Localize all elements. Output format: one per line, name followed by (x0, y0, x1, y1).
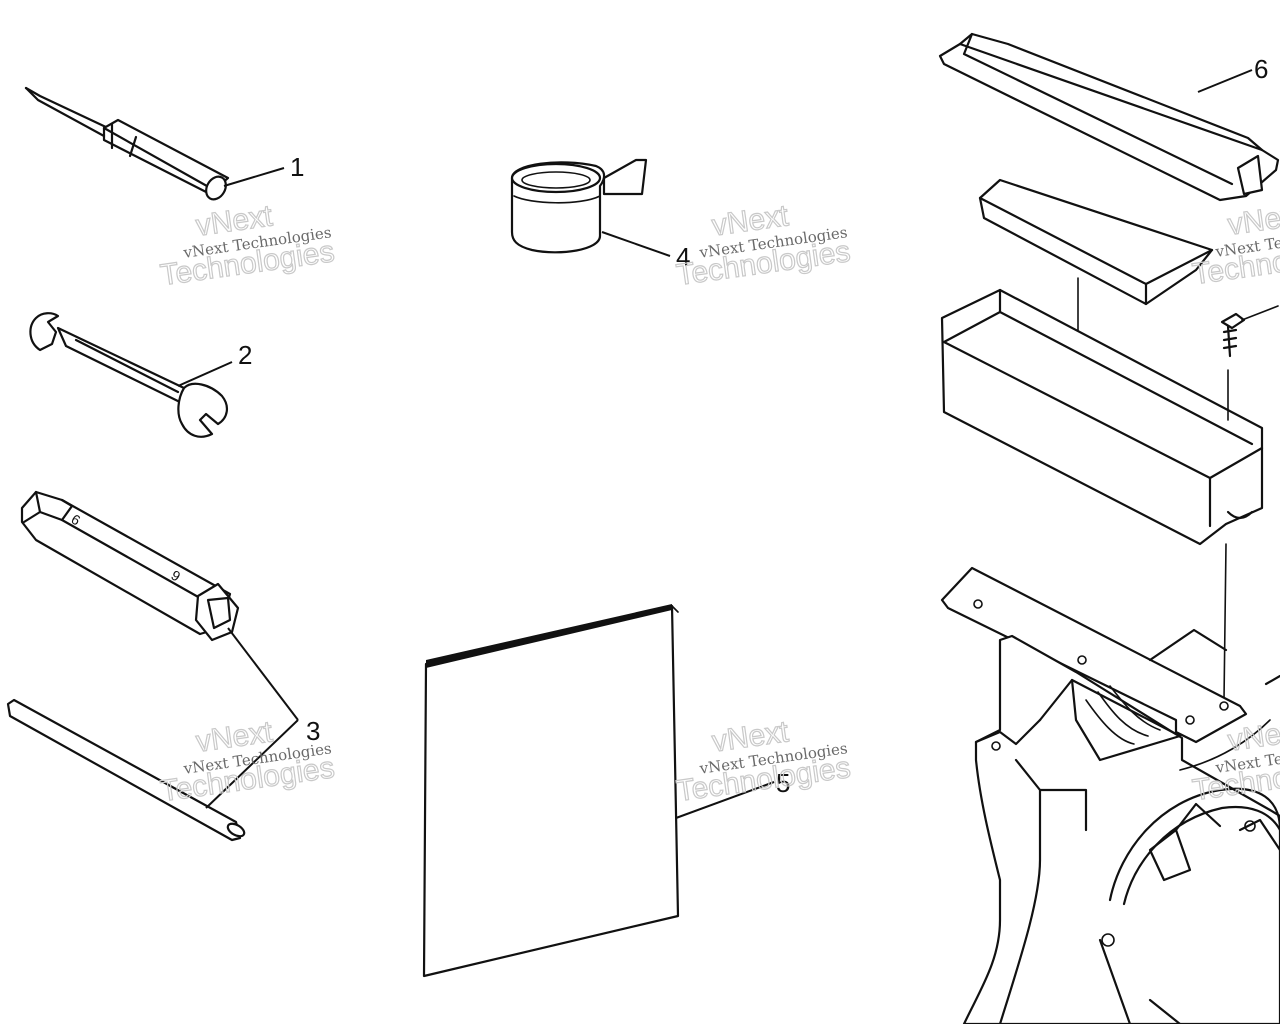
assembly-line-c (1223, 543, 1227, 701)
tool-tray-part (940, 288, 1264, 546)
screwdriver-part (24, 86, 230, 201)
screw-part (1220, 305, 1279, 358)
spark-plug-socket-part: 6 9 (20, 490, 240, 642)
air-box-housing-part (962, 634, 1280, 1024)
watermark-2: vNext Technologies vNext Technologies (674, 199, 853, 293)
toolbox-lid-part (938, 32, 1280, 202)
leader-6 (1197, 69, 1253, 93)
leader-5 (675, 781, 775, 819)
leader-2 (177, 361, 233, 387)
watermark-4: vNext Technologies vNext Technologies (674, 715, 853, 809)
callout-4: 4 (676, 242, 690, 272)
foam-pad-part (978, 178, 1214, 306)
watermark-3: vNext Technologies vNext Technologies (158, 715, 337, 809)
callout-2: 2 (238, 340, 252, 370)
callout-3: 3 (306, 716, 320, 746)
leader-3a (227, 627, 299, 721)
callout-1: 1 (290, 152, 304, 182)
tape-roll-part (510, 158, 648, 254)
watermark-5: vNext Technologies vNext Technologies (1190, 198, 1280, 292)
leader-3b (205, 719, 299, 809)
tommy-bar-part (6, 698, 246, 842)
leader-1 (223, 167, 285, 187)
callout-6: 6 (1254, 54, 1268, 84)
leader-4 (601, 231, 671, 257)
watermark-1: vNext Technologies vNext Technologies (158, 199, 337, 293)
callout-5: 5 (776, 768, 790, 798)
wrench-part (29, 312, 228, 438)
owners-manual-part (422, 604, 680, 978)
